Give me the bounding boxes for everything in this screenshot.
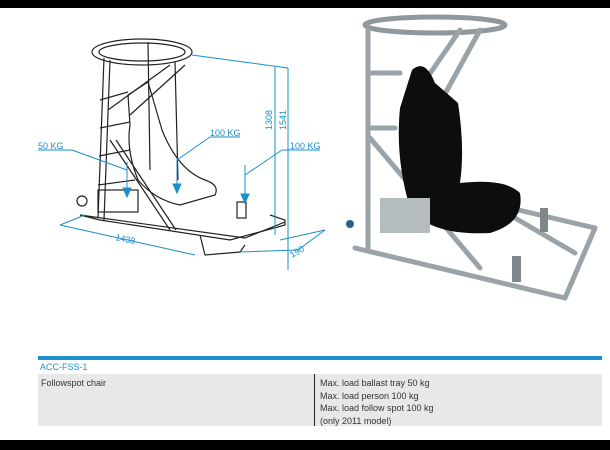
ballast-load-label: 50 KG — [38, 141, 64, 151]
person-load-label: 100 KG — [210, 128, 241, 138]
width-dimension: 1438 — [115, 232, 137, 246]
product-name: Followspot chair — [41, 378, 107, 388]
product-code: ACC-FSS-1 — [40, 362, 88, 372]
detail-person-load: Max. load person 100 kg — [320, 390, 419, 401]
spec-table: ACC-FSS-1 Followspot chair Max. load bal… — [38, 356, 602, 426]
product-details: Max. load ballast tray 50 kg Max. load p… — [315, 374, 602, 426]
seat-height-dimension: 1308 — [264, 110, 274, 130]
detail-model-note: (only 2011 model) — [320, 416, 392, 427]
followspot-load-label: 100 KG — [290, 141, 321, 151]
product-photo — [340, 8, 610, 318]
bottom-bar — [0, 440, 610, 450]
column-divider — [314, 374, 315, 426]
total-height-dimension: 1541 — [278, 110, 288, 130]
spec-row: Followspot chair Max. load ballast tray … — [38, 374, 602, 426]
technical-drawing: 50 KG 100 KG 100 KG 1438 190 1308 1541 — [30, 20, 340, 270]
top-bar — [0, 0, 610, 8]
detail-followspot-load: Max. load follow spot 100 kg — [320, 403, 434, 414]
spec-accent-rule — [38, 356, 602, 360]
detail-ballast-load: Max. load ballast tray 50 kg — [320, 378, 430, 388]
